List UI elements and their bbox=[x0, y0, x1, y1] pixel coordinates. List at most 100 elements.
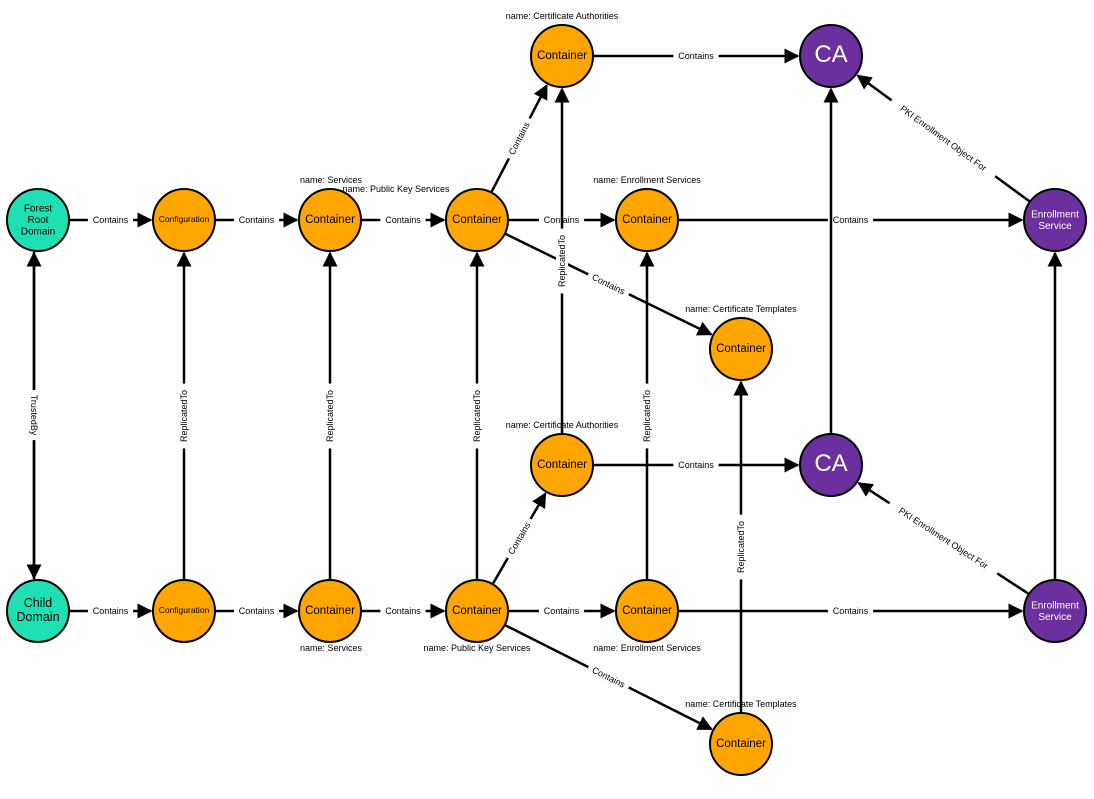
node-circle[interactable] bbox=[1023, 188, 1087, 252]
edge-ct2-ct1[interactable]: ReplicatedTo bbox=[733, 380, 749, 712]
node-circle[interactable] bbox=[530, 433, 594, 497]
edge-label: Contains bbox=[827, 214, 874, 226]
edge-es1-ca1[interactable]: PKI Enrollment Object For bbox=[856, 74, 1030, 203]
node-label-line: Container bbox=[305, 214, 355, 226]
edge-child-conf2[interactable]: Contains bbox=[70, 603, 153, 619]
edge-label-bg bbox=[233, 214, 280, 226]
node-label: Container bbox=[452, 605, 502, 617]
node-caption: name: Services bbox=[300, 643, 363, 653]
edge-label: Contains bbox=[233, 605, 280, 617]
edge-label: Contains bbox=[827, 605, 874, 617]
edge-forest-conf1[interactable]: Contains bbox=[70, 212, 153, 228]
node-circle[interactable] bbox=[6, 579, 70, 643]
edge-enr_cont2-es2[interactable]: Contains bbox=[679, 603, 1024, 619]
node-circle[interactable] bbox=[615, 188, 679, 252]
edge-label-text: ReplicatedTo bbox=[325, 390, 335, 442]
node-label: Container bbox=[716, 738, 766, 750]
node-conf2[interactable]: Configuration bbox=[152, 579, 216, 643]
edge-label-bg bbox=[827, 605, 874, 617]
node-circle[interactable] bbox=[1023, 579, 1087, 643]
edge-ca_cont2-ca2[interactable]: Contains bbox=[594, 457, 800, 473]
edge-serv2-serv1[interactable]: ReplicatedTo bbox=[322, 251, 338, 579]
node-circle[interactable] bbox=[445, 579, 509, 643]
node-circle[interactable] bbox=[709, 712, 773, 776]
node-label-line: Container bbox=[622, 605, 672, 617]
node-circle[interactable] bbox=[6, 188, 70, 252]
node-label-line: Forest bbox=[24, 203, 53, 214]
edge-conf2-serv2[interactable]: Contains bbox=[216, 603, 299, 619]
edge-label: Contains bbox=[538, 605, 585, 617]
edge-label: ReplicatedTo bbox=[324, 383, 336, 449]
node-label-line: Configuration bbox=[159, 605, 210, 615]
edge-enr_cont1-es1[interactable]: Contains bbox=[679, 212, 1024, 228]
node-circle[interactable] bbox=[615, 579, 679, 643]
edge-pks2-ca_cont2[interactable]: Contains bbox=[492, 492, 547, 584]
node-label-line: Root bbox=[27, 215, 48, 226]
edge-serv2-pks2[interactable]: Contains bbox=[362, 603, 446, 619]
node-circle[interactable] bbox=[152, 579, 216, 643]
node-caption: name: Public Key Services bbox=[423, 643, 531, 653]
edge-pks1-ct1[interactable]: Contains bbox=[505, 232, 713, 336]
node-circle[interactable] bbox=[799, 433, 863, 497]
edge-label-text: ReplicatedTo bbox=[557, 235, 567, 287]
edge-pks2-ct2[interactable]: Contains bbox=[505, 624, 713, 731]
node-caption: name: Services bbox=[300, 175, 363, 185]
node-label-line: Container bbox=[716, 343, 766, 355]
edge-forest-child[interactable]: TrustedBy bbox=[26, 252, 42, 580]
edge-serv1-pks1[interactable]: Contains bbox=[362, 212, 446, 228]
node-circle[interactable] bbox=[445, 188, 509, 252]
node-label-line: Domain bbox=[21, 226, 55, 237]
node-serv2[interactable]: Container name: Services bbox=[298, 579, 363, 653]
node-label-line: Container bbox=[537, 459, 587, 471]
edge-label-bg bbox=[886, 498, 1001, 579]
edge-label-text: Contains bbox=[833, 215, 869, 225]
node-circle[interactable] bbox=[298, 579, 362, 643]
node-circle[interactable] bbox=[530, 24, 594, 88]
edge-label: Contains bbox=[503, 115, 535, 162]
edge-ca_cont1-ca1[interactable]: Contains bbox=[594, 48, 800, 64]
edge-label-text: Contains bbox=[833, 606, 869, 616]
edge-conf1-serv1[interactable]: Contains bbox=[216, 212, 299, 228]
edge-pks2-enr_cont2[interactable]: Contains bbox=[509, 603, 616, 619]
node-label-line: Domain bbox=[16, 610, 59, 624]
edge-pks1-ca_cont1[interactable]: Contains bbox=[490, 83, 548, 193]
edge-label: Contains bbox=[673, 459, 719, 471]
node-circle[interactable] bbox=[298, 188, 362, 252]
edge-label: Contains bbox=[585, 661, 632, 693]
node-ca2[interactable]: CA bbox=[799, 433, 863, 497]
node-pks2[interactable]: Container name: Public Key Services bbox=[423, 579, 531, 653]
edge-enr_cont2-enr_cont1[interactable]: ReplicatedTo bbox=[639, 251, 655, 579]
edge-es2-ca2[interactable]: PKI Enrollment Object For bbox=[857, 481, 1029, 595]
node-label-line: Service bbox=[1038, 611, 1072, 622]
edge-conf2-conf1[interactable]: ReplicatedTo bbox=[176, 251, 192, 579]
edge-label: PKI Enrollment Object For bbox=[888, 95, 999, 182]
node-circle[interactable] bbox=[709, 317, 773, 381]
edge-label-bg bbox=[556, 228, 568, 294]
edge-label-bg bbox=[502, 515, 536, 561]
node-serv1[interactable]: Container name: Services bbox=[298, 175, 363, 252]
edge-ca_cont2-ca_cont1[interactable]: ReplicatedTo bbox=[554, 87, 570, 433]
edge-label: Contains bbox=[87, 214, 134, 226]
node-circle[interactable] bbox=[152, 188, 216, 252]
edge-label-bg bbox=[585, 661, 632, 693]
edge-label-text: TrustedBy bbox=[29, 395, 39, 436]
edge-label-bg bbox=[538, 605, 585, 617]
node-ca1[interactable]: CA bbox=[799, 24, 863, 88]
node-circle[interactable] bbox=[799, 24, 863, 88]
node-conf1[interactable]: Configuration bbox=[152, 188, 216, 252]
edge-pks2-pks1[interactable]: ReplicatedTo bbox=[469, 251, 485, 579]
node-label: Container bbox=[537, 459, 587, 471]
node-label: Container bbox=[305, 605, 355, 617]
